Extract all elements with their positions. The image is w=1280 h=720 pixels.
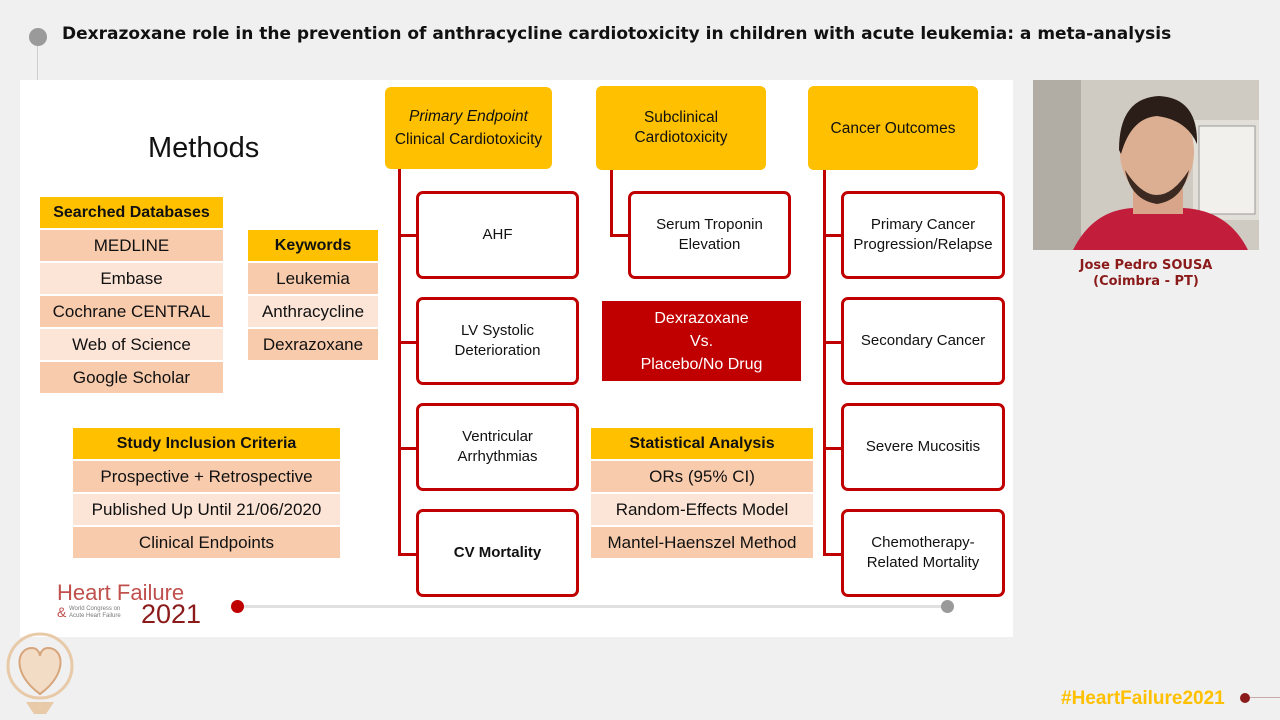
logo-ampersand: & — [57, 604, 67, 620]
cancer-outcomes-box: Cancer Outcomes — [808, 86, 978, 170]
hashtag-label: #HeartFailure2021 — [1061, 688, 1225, 709]
connector-line — [610, 234, 628, 237]
logo-year: 2021 — [141, 599, 202, 629]
database-item: Google Scholar — [40, 362, 223, 393]
cancer-outcome-box: Primary Cancer Progression/Relapse — [841, 191, 1005, 279]
keyword-item: Anthracycline — [248, 296, 378, 327]
connector-line — [823, 170, 826, 556]
primary-outcome-box: CV Mortality — [416, 509, 579, 597]
connector-line — [398, 341, 416, 344]
connector-line — [398, 234, 416, 237]
primary-outcome-box: AHF — [416, 191, 579, 279]
primary-outcome-box: LV Systolic Deterioration — [416, 297, 579, 385]
connector-line — [823, 341, 841, 344]
presentation-title: Dexrazoxane role in the prevention of an… — [62, 24, 1172, 44]
subclinical-outcome-line: Elevation — [678, 236, 741, 253]
connector-line — [398, 553, 416, 556]
comparison-drug: Dexrazoxane — [654, 309, 749, 327]
comparison-control: Placebo/No Drug — [640, 355, 763, 373]
inclusion-header: Study Inclusion Criteria — [73, 428, 340, 459]
keyword-item: Leukemia — [248, 263, 378, 294]
connector-line — [610, 170, 613, 237]
logo-subtitle-line: World Congress on — [69, 606, 121, 612]
hashtag-line — [1250, 697, 1280, 698]
keywords-header: Keywords — [248, 230, 378, 261]
speaker-name: Jose Pedro SOUSA — [1079, 258, 1213, 273]
database-item: Embase — [40, 263, 223, 294]
inclusion-item: Clinical Endpoints — [73, 527, 340, 558]
subclinical-cardiotoxicity-label: Cardiotoxicity — [634, 129, 728, 146]
logo-title: Heart Failure — [57, 580, 185, 605]
primary-endpoint-label: Primary Endpoint — [409, 108, 528, 125]
statistical-item: Mantel-Haenszel Method — [591, 527, 813, 558]
header-divider — [37, 46, 38, 80]
inclusion-item: Prospective + Retrospective — [73, 461, 340, 492]
cancer-outcome-box: Chemotherapy-Related Mortality — [841, 509, 1005, 597]
statistical-header: Statistical Analysis — [591, 428, 813, 459]
connector-line — [823, 234, 841, 237]
subclinical-box: Subclinical Cardiotoxicity — [596, 86, 766, 170]
heart-emblem-icon — [2, 628, 78, 716]
primary-endpoint-box: Primary Endpoint Clinical Cardiotoxicity — [385, 87, 552, 169]
subclinical-outcome-line: Serum Troponin — [656, 216, 763, 233]
speaker-affiliation: (Coimbra - PT) — [1093, 274, 1199, 289]
cancer-outcome-box: Severe Mucositis — [841, 403, 1005, 491]
database-item: Web of Science — [40, 329, 223, 360]
slide: Methods Searched Databases MEDLINE Embas… — [20, 80, 1013, 637]
speaker-caption: Jose Pedro SOUSA (Coimbra - PT) — [1033, 258, 1259, 290]
comparison-vs: Vs. — [689, 332, 714, 350]
databases-header: Searched Databases — [40, 197, 223, 228]
comparison-box: Dexrazoxane Vs. Placebo/No Drug — [602, 301, 801, 381]
connector-line — [823, 553, 841, 556]
logo-subtitle-line: Acute Heart Failure — [69, 613, 121, 619]
statistical-item: Random-Effects Model — [591, 494, 813, 525]
subclinical-outcome-box: Serum Troponin Elevation — [628, 191, 791, 279]
connector-line — [398, 169, 401, 556]
hashtag-dot — [1240, 693, 1250, 703]
progress-start-dot[interactable] — [231, 600, 244, 613]
subclinical-label: Subclinical — [643, 109, 719, 126]
progress-end-dot[interactable] — [941, 600, 954, 613]
clinical-cardiotoxicity-label: Clinical Cardiotoxicity — [394, 131, 543, 148]
cancer-outcome-box: Secondary Cancer — [841, 297, 1005, 385]
header-dot — [29, 28, 47, 46]
database-item: MEDLINE — [40, 230, 223, 261]
speaker-video — [1033, 80, 1259, 250]
progress-track[interactable] — [242, 605, 948, 608]
primary-outcome-box: Ventricular Arrhythmias — [416, 403, 579, 491]
keyword-item: Dexrazoxane — [248, 329, 378, 360]
speaker-video-frame — [1033, 80, 1259, 250]
database-item: Cochrane CENTRAL — [40, 296, 223, 327]
statistical-item: ORs (95% CI) — [591, 461, 813, 492]
connector-line — [398, 447, 416, 450]
inclusion-item: Published Up Until 21/06/2020 — [73, 494, 340, 525]
heart-failure-logo: Heart Failure & World Congress on Acute … — [57, 580, 237, 632]
slide-heading: Methods — [148, 132, 260, 164]
connector-line — [823, 447, 841, 450]
logo-subtitle: World Congress on Acute Heart Failure — [69, 606, 121, 620]
